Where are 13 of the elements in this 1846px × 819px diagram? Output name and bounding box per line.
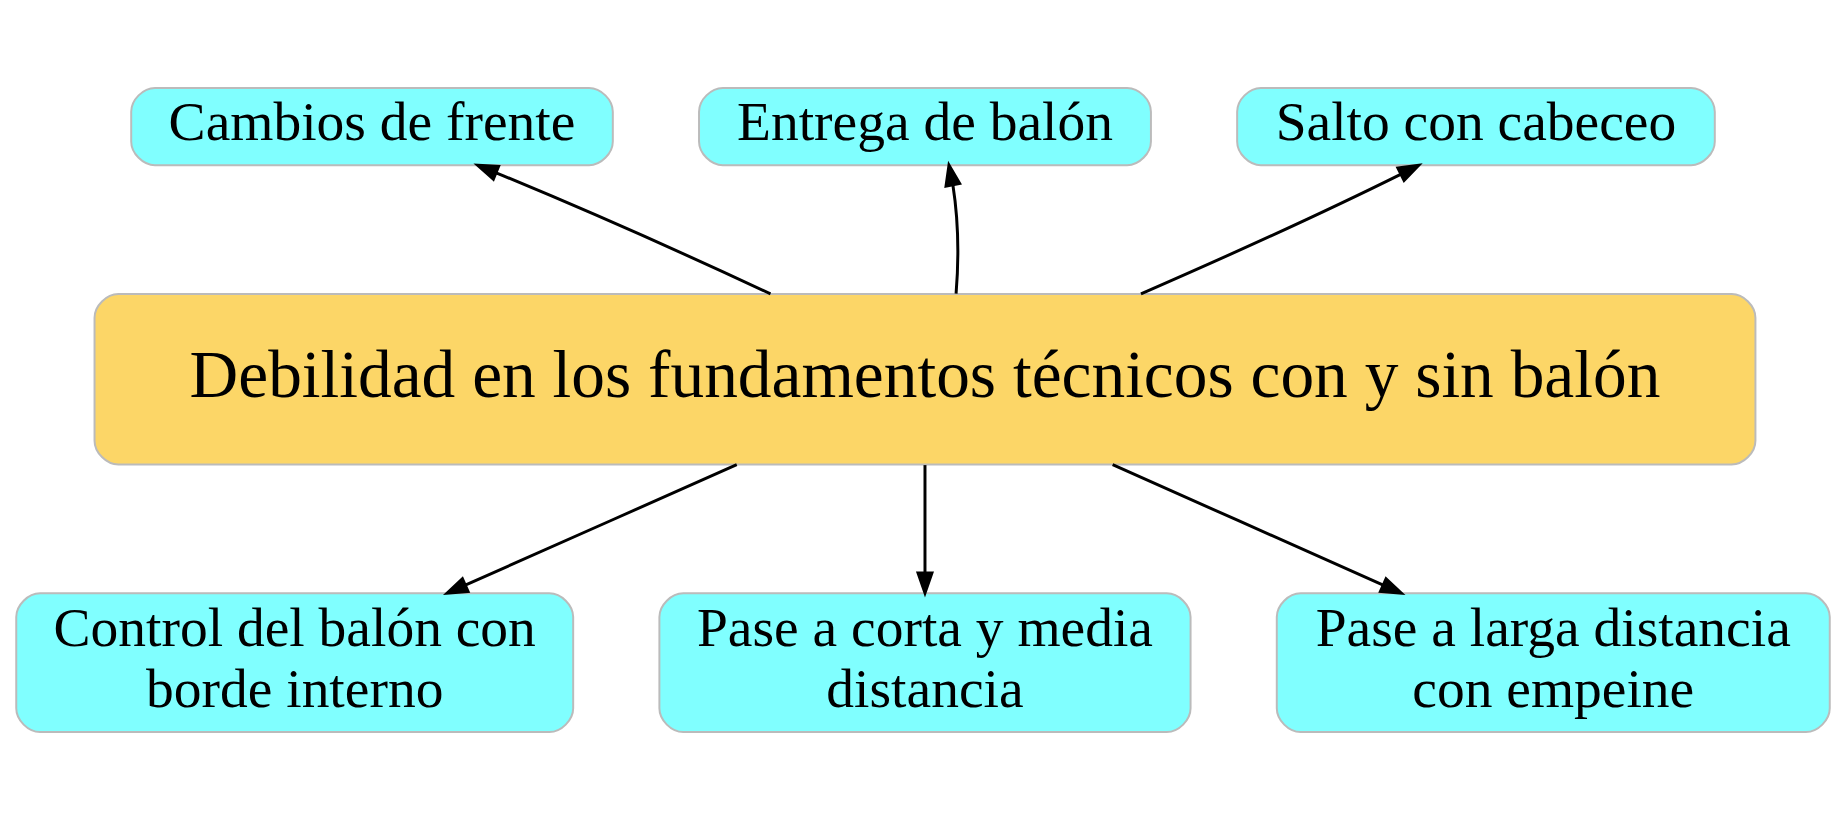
arrow — [473, 163, 772, 295]
arrow — [443, 462, 738, 595]
node-box: Salto con cabeceo — [1236, 86, 1716, 166]
arrow — [1112, 462, 1406, 595]
node-box: Cambios de frente — [130, 86, 614, 166]
node-box: Pase a corta y media distancia — [658, 591, 1192, 733]
node-box: Entrega de balón — [698, 86, 1152, 166]
node-box: Control del balón con borde interno — [15, 591, 575, 733]
node-box: Pase a larga distancia con empeine — [1275, 591, 1831, 733]
arrow — [944, 160, 962, 294]
node-box: Debilidad en los fundamentos técnicos con y sin balón — [93, 292, 1757, 465]
arrow — [915, 464, 934, 597]
arrow — [1140, 162, 1423, 295]
